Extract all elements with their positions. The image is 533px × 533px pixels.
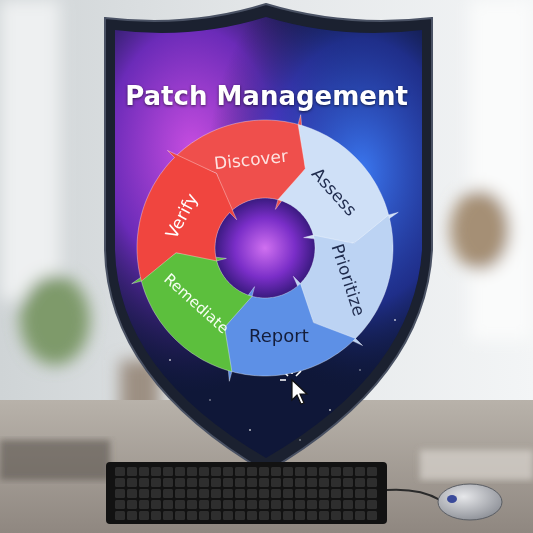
- diagram-title: Patch Management: [0, 82, 533, 111]
- arrow-outline: [137, 150, 237, 281]
- step-label: Report: [249, 327, 309, 345]
- cycle-arrow: Verify: [137, 150, 237, 282]
